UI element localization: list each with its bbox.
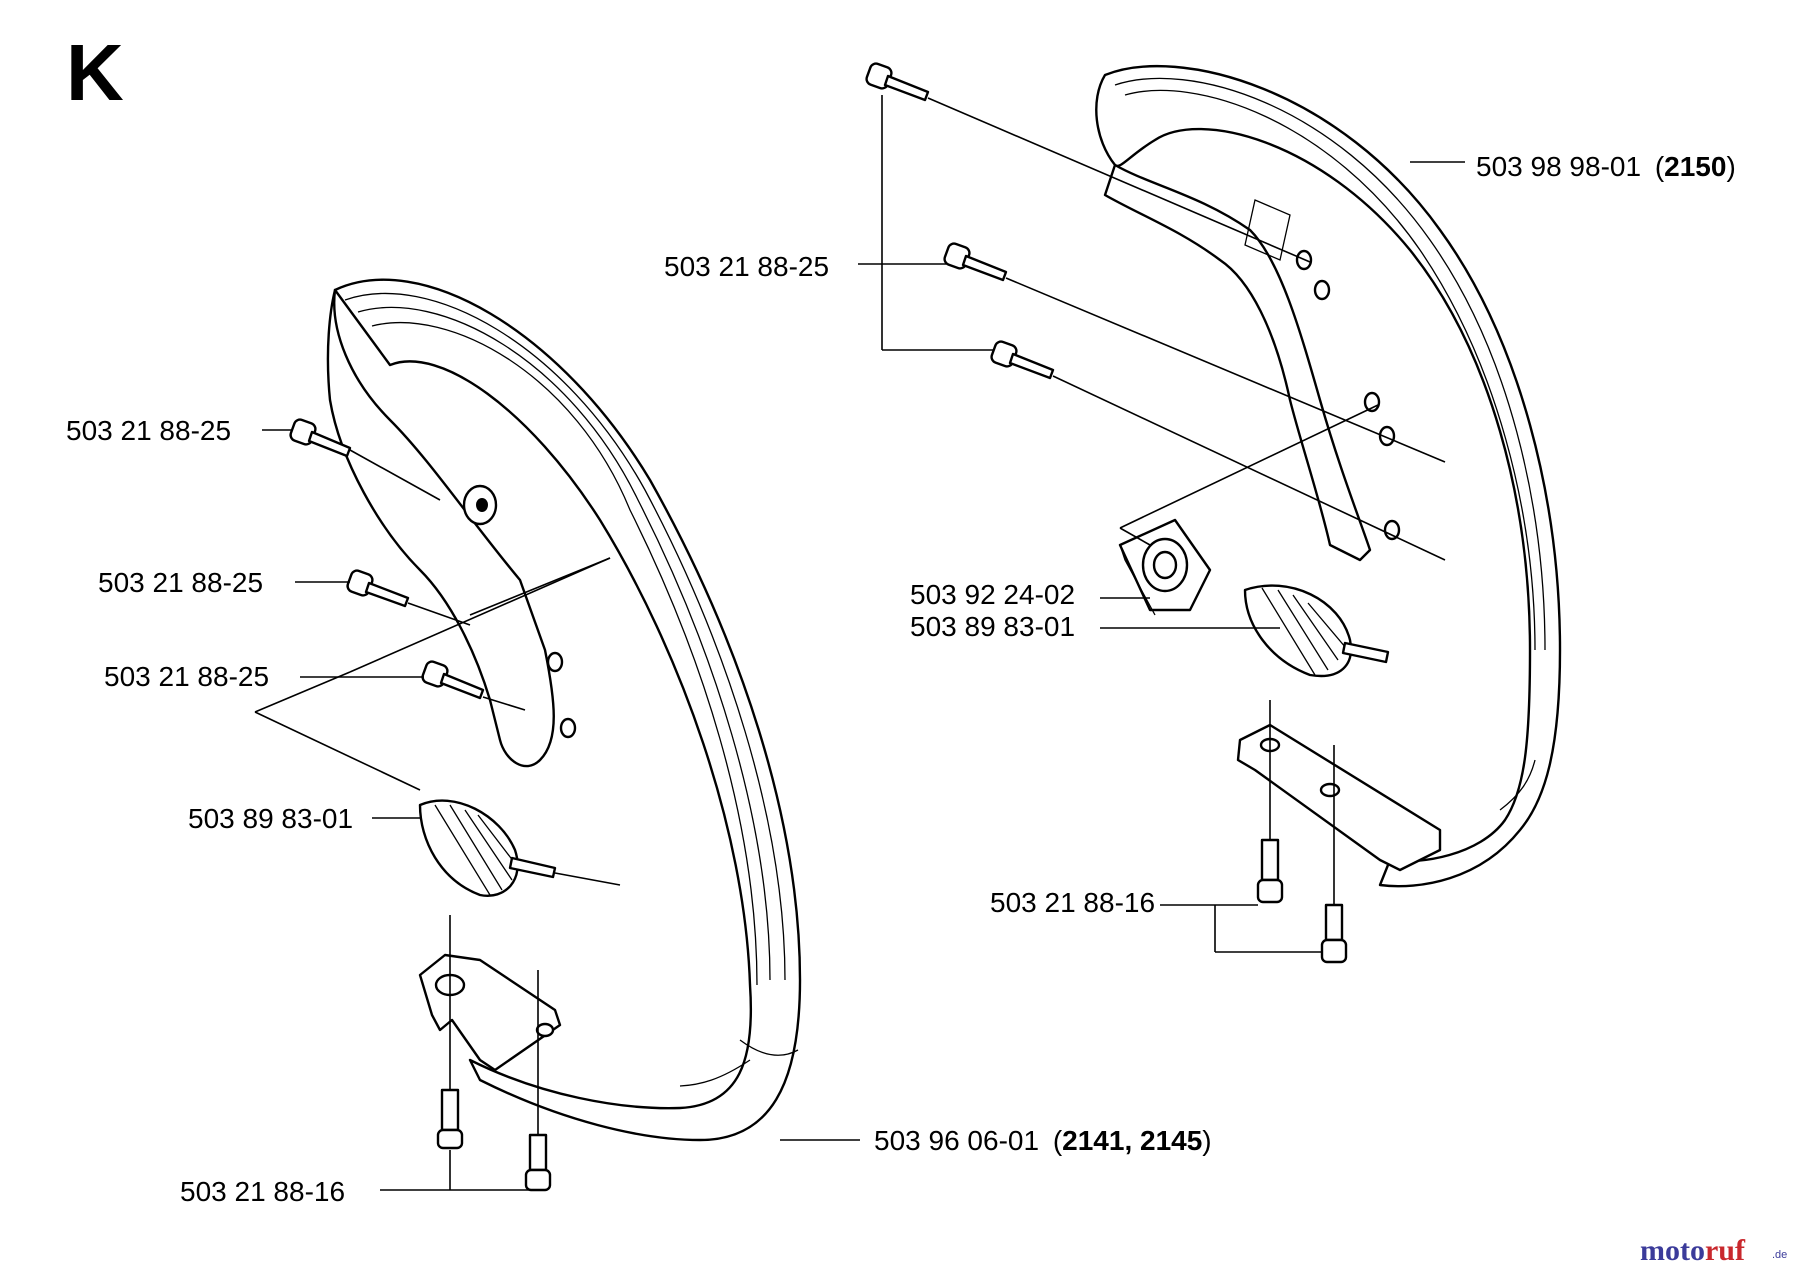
right-front-handle	[1095, 64, 1562, 888]
right-screw-low	[990, 340, 1055, 380]
part-labels: 503 98 98-01 (2150) 503 21 88-25 503 92 …	[66, 151, 1736, 1207]
left-damper	[418, 799, 557, 897]
left-leader-lines	[254, 429, 860, 1191]
svg-text:.de: .de	[1772, 1249, 1787, 1261]
right-bottom-screw-b	[1320, 903, 1348, 964]
right-screw-top	[865, 62, 930, 102]
label-right-handle: 503 98 98-01 (2150)	[1476, 151, 1736, 182]
left-screw-2	[346, 569, 410, 608]
label-left-screw-3: 503 21 88-25	[104, 661, 269, 692]
label-left-screw-2: 503 21 88-25	[98, 567, 263, 598]
left-screw-1	[289, 418, 352, 458]
left-screw-3	[421, 660, 485, 700]
label-right-bracket: 503 92 24-02	[910, 579, 1075, 610]
label-left-damper: 503 89 83-01	[188, 803, 353, 834]
left-bottom-screw-a	[436, 1088, 464, 1150]
label-right-bottom-screw: 503 21 88-16	[990, 887, 1155, 918]
section-letter: K	[66, 28, 124, 117]
left-front-handle	[326, 278, 802, 1142]
watermark-logo: motoruf .de	[1640, 1234, 1787, 1267]
right-leader-lines	[858, 95, 1465, 953]
right-damper	[1243, 584, 1390, 678]
right-screw-mid	[943, 242, 1008, 282]
label-left-bottom-screw: 503 21 88-16	[180, 1176, 345, 1207]
label-right-damper: 503 89 83-01	[910, 611, 1075, 642]
label-right-screw: 503 21 88-25	[664, 251, 829, 282]
label-left-handle: 503 96 06-01 (2141, 2145)	[874, 1125, 1212, 1156]
svg-text:motoruf: motoruf	[1640, 1234, 1746, 1267]
right-bracket	[1118, 518, 1212, 616]
right-bottom-screw-a	[1256, 838, 1284, 904]
left-bottom-screw-b	[524, 1133, 552, 1192]
label-left-screw-1: 503 21 88-25	[66, 415, 231, 446]
